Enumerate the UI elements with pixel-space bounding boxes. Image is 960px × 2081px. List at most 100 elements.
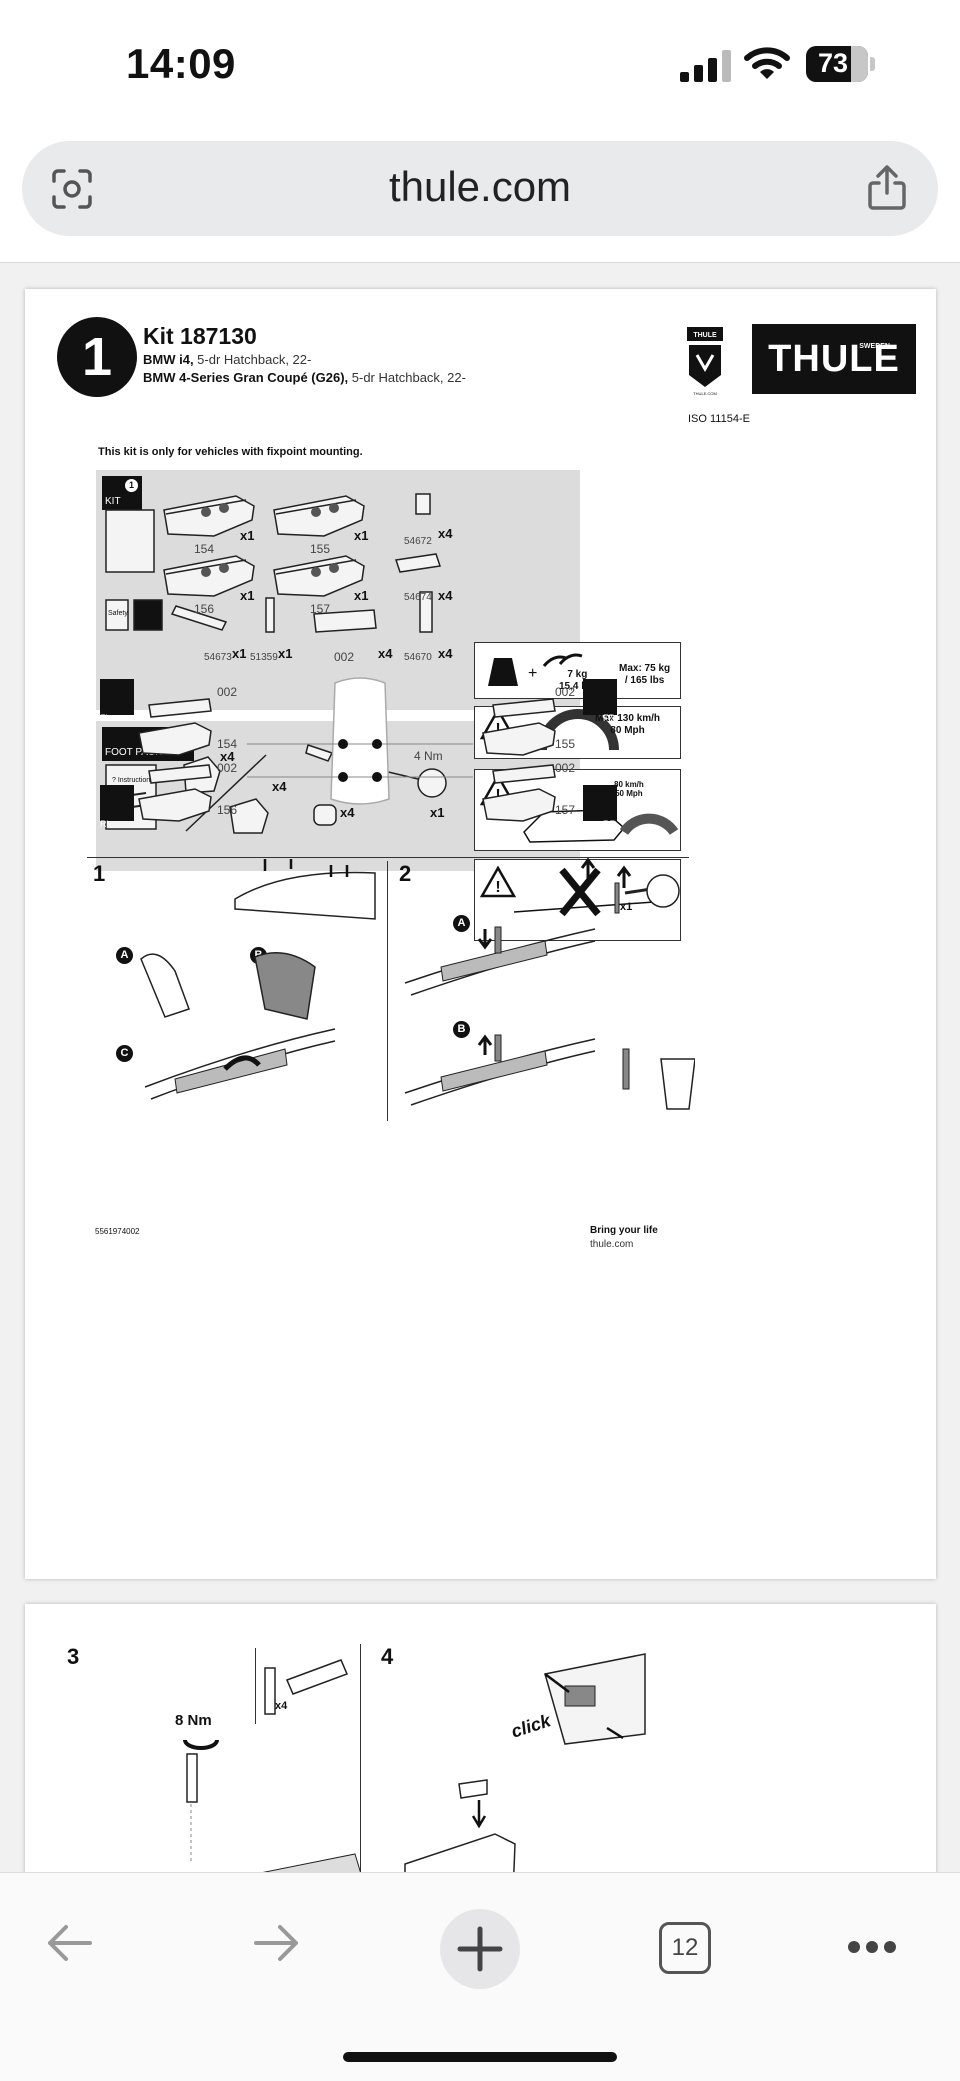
kit-title: Kit 187130 [143,323,257,349]
browser-toolbar: 12 [0,1872,960,2081]
section-divider [87,857,689,858]
svg-text:!: ! [495,787,500,804]
tabs-button[interactable]: 12 [659,1922,711,1974]
part-qty: x1 [240,588,255,603]
safety-leaflet-label: Safety [108,610,128,617]
cellular-signal-icon [680,50,731,82]
instructions-label: ? Instructions [112,777,154,784]
foot-position-diagram [100,677,617,822]
battery-icon: 73 [806,46,868,82]
part-qty: x1 [240,528,255,543]
part-qty: x4 [438,588,453,603]
step-number: 4 [381,1644,394,1669]
iso-standard: ISO 11154-E [688,413,750,425]
step-number: 2 [399,861,412,886]
camera-lens-icon[interactable] [50,167,94,211]
part-qty: x4 [378,646,393,661]
step-letter: B [453,1021,470,1038]
position-label: FR [603,713,615,723]
foot-code: 157 [555,803,576,817]
part-code: 154 [194,542,215,556]
pad-code: 002 [217,761,238,775]
home-indicator[interactable] [343,2052,617,2062]
wifi-icon [744,47,790,79]
tool-torque: 4 Nm [414,749,443,763]
foot-code: 156 [217,803,238,817]
document-code: 5561974002 [95,1227,140,1236]
url-text[interactable]: thule.com [388,163,572,210]
pad-code: 002 [555,685,576,699]
new-tab-button[interactable] [440,1909,520,1989]
part-code: 54670 [404,652,432,663]
guarantee-badge-icon: THULE THULE.COM [687,327,723,396]
part-qty: x1 [354,588,369,603]
slogan: Bring your life [590,1225,658,1236]
part-code: 002 [334,650,355,664]
load-max: Max: 75 kg/ 165 lbs [619,663,671,686]
svg-text:+: + [528,665,537,682]
plus-icon [457,1926,503,1972]
part-qty: x4 [438,646,453,661]
kit-parts-illustration [105,493,441,633]
foot-code: 154 [217,737,238,751]
bolt-qty: x1 [620,901,633,913]
instruction-page-1: 1 Kit 187130 BMW i4, 5-dr Hatchback, 22-… [25,289,936,1579]
kit-label: KIT 1 [102,476,142,510]
bolt-qty: x4 [275,1700,288,1712]
pad-code: 002 [217,685,238,699]
steps-3-4-illustration [183,1653,646,1894]
column-divider [360,1644,361,1894]
torque-value: 8 Nm [175,1712,212,1729]
slogan-url: thule.com [590,1239,634,1250]
clock: 14:09 [126,40,236,87]
position-label: RL [100,819,112,829]
battery-percentage: 73 [817,48,849,78]
step-number: 1 [93,861,106,886]
part-code: 54674 [404,592,432,603]
share-icon[interactable] [866,163,908,211]
position-label: FL [100,713,111,723]
foot-qty: x4 [220,749,235,764]
vehicle-line-2: BMW 4-Series Gran Coupé (G26), 5-dr Hatc… [143,370,466,385]
svg-text:THULE: THULE [693,332,717,339]
parts-divider [255,1648,256,1724]
step-letter: A [453,915,470,932]
part-qty: x1 [354,528,369,543]
svg-text:!: ! [495,879,500,896]
fixpoint-note: This kit is only for vehicles with fixpo… [98,446,363,458]
foot-qty: x4 [272,779,287,794]
instruction-page-2: 3 4 8 Nm x4 click [25,1604,936,1894]
step-letter: C [116,1045,133,1062]
step-number: 3 [67,1644,80,1669]
part-code: 155 [310,542,331,556]
svg-text:THULE.COM: THULE.COM [693,391,717,396]
more-icon[interactable] [846,1939,898,1955]
column-divider [387,861,388,1121]
part-code: 156 [194,602,215,616]
part-qty: x1 [278,646,293,661]
part-qty: x4 [438,526,453,541]
pad-code: 002 [555,761,576,775]
status-bar: 14:09 73 [0,0,960,130]
foot-code: 155 [555,737,576,751]
address-bar[interactable]: thule.com [22,141,938,236]
kit-panel: KIT 1 [96,470,580,710]
lock-qty: x4 [340,805,355,820]
tool-qty: x1 [430,805,445,820]
part-code: 51359 [250,652,278,663]
back-arrow-icon[interactable] [40,1913,100,1973]
svg-text:!: ! [495,721,500,738]
part-qty: x1 [232,646,247,661]
part-code: 54673 [204,652,232,663]
vehicle-line-1: BMW i4, 5-dr Hatchback, 22- [143,352,312,367]
steps-illustration [140,859,695,1110]
forward-arrow-icon[interactable] [246,1913,306,1973]
thule-logo: THULE SWEDEN [752,324,916,394]
part-code: 54672 [404,536,432,547]
page-step-marker: 1 [57,317,137,397]
step-letter: A [116,947,133,964]
position-label: RR [603,819,616,829]
